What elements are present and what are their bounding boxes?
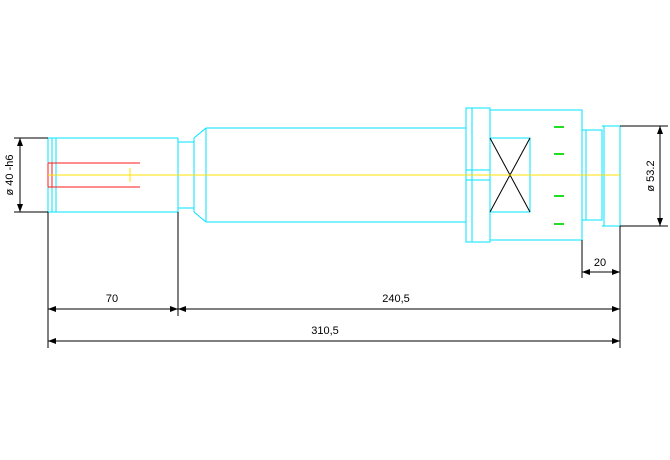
len-total-label: 310,5 <box>311 325 339 337</box>
center-line <box>48 168 620 182</box>
dimension-310: 310,5 <box>48 325 620 344</box>
len-70-label: 70 <box>106 293 118 305</box>
dimension-20: 20 <box>582 257 620 275</box>
diameter-left-label: ø 40 -h6 <box>4 155 16 196</box>
dimension-diameter-left: ø 40 -h6 <box>4 137 48 213</box>
len-20-label: 20 <box>594 257 606 269</box>
diameter-right-label: ø 53.2 <box>645 160 657 191</box>
bolt-markers <box>554 126 564 225</box>
extension-lines <box>47 212 621 348</box>
dimension-70: 70 <box>48 293 178 312</box>
dimension-diameter-right: ø 53.2 <box>620 125 668 227</box>
dimension-240: 240,5 <box>178 293 620 312</box>
len-240-label: 240,5 <box>382 293 410 305</box>
